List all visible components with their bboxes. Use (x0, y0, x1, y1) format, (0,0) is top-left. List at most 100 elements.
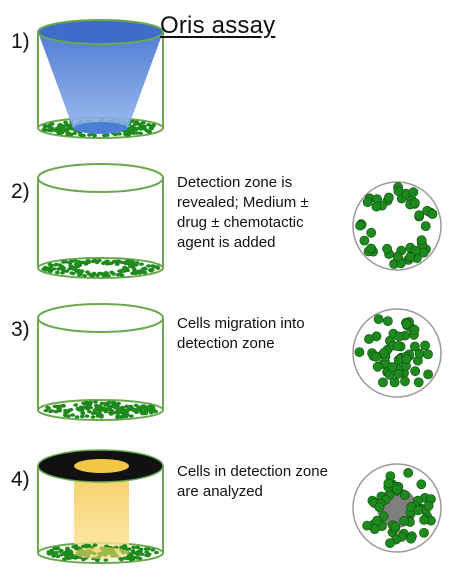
cell (78, 406, 84, 411)
top-view-4 (352, 463, 442, 553)
cell (56, 267, 62, 271)
cell (427, 209, 438, 219)
cell (148, 269, 154, 273)
cell (103, 410, 109, 414)
cell (103, 558, 109, 562)
cell (408, 187, 419, 198)
cell (134, 551, 140, 556)
cell (394, 331, 404, 342)
cell (107, 400, 113, 405)
cell (61, 404, 66, 408)
cell (70, 555, 76, 560)
cell (129, 406, 135, 411)
cell (87, 403, 93, 407)
cell (62, 413, 68, 418)
step-number-3: 3) (11, 318, 30, 341)
description-line: revealed; Medium ± (177, 194, 309, 211)
cell (95, 273, 100, 278)
cell (92, 410, 98, 414)
cell (69, 127, 75, 131)
cell (47, 262, 53, 267)
cell (405, 252, 415, 263)
cell (44, 268, 49, 272)
cell (124, 266, 130, 271)
cell (51, 554, 57, 558)
cell (364, 334, 374, 344)
cell (138, 127, 144, 131)
cell (409, 341, 420, 352)
cell-layer-well-3 (43, 400, 159, 420)
description-line: detection zone (177, 335, 275, 352)
cell (354, 347, 365, 357)
cell (86, 259, 92, 264)
step-number-1: 1) (11, 30, 30, 53)
well-1 (37, 19, 164, 139)
cell (87, 410, 92, 414)
cell (108, 408, 114, 413)
description-line: Cells in detection zone (177, 463, 328, 480)
cell (73, 259, 79, 263)
cell (99, 413, 104, 417)
cell (59, 131, 65, 135)
cell (416, 479, 427, 490)
cell (385, 538, 395, 548)
cell (138, 131, 143, 135)
cell (119, 415, 125, 419)
cell (67, 267, 73, 271)
cell (87, 133, 92, 137)
cell (54, 551, 59, 555)
cell (113, 132, 118, 137)
cell (154, 550, 159, 555)
cell (103, 403, 109, 407)
cell (77, 260, 82, 264)
cell (371, 201, 382, 212)
cell (79, 414, 85, 419)
cell (41, 127, 47, 132)
cell (419, 515, 429, 525)
cell (128, 414, 134, 418)
description-line: are analyzed (177, 483, 263, 500)
description-line: Cells migration into (177, 315, 305, 332)
cell (399, 490, 410, 500)
cell (416, 235, 427, 246)
cell (420, 340, 430, 351)
cell (99, 408, 105, 412)
cell (383, 478, 394, 489)
cell (80, 411, 86, 416)
cell (74, 415, 80, 419)
cell (155, 265, 160, 269)
cell (141, 410, 147, 415)
cell (400, 376, 410, 387)
cell (359, 235, 370, 246)
cell (82, 274, 87, 278)
cell (54, 270, 60, 275)
stopper-top (37, 19, 164, 45)
cell (115, 259, 121, 264)
cell (47, 552, 53, 556)
cell (423, 500, 434, 511)
cell (130, 271, 136, 275)
cell (123, 132, 128, 136)
cell (142, 266, 148, 270)
cell (383, 192, 394, 203)
cell (393, 186, 404, 197)
cell (66, 131, 72, 136)
cell (401, 354, 412, 364)
cell (99, 401, 105, 405)
cell (52, 546, 58, 551)
cell (150, 264, 156, 268)
cell (49, 126, 55, 130)
cell (66, 549, 72, 553)
cell (72, 131, 77, 135)
cell (81, 401, 86, 405)
cell (403, 467, 414, 478)
cell (148, 124, 154, 129)
cell (130, 260, 136, 264)
cell (151, 408, 156, 412)
cell (142, 270, 148, 275)
cell (108, 411, 113, 415)
cell (362, 520, 372, 531)
cell (127, 263, 133, 268)
cell (66, 408, 72, 412)
